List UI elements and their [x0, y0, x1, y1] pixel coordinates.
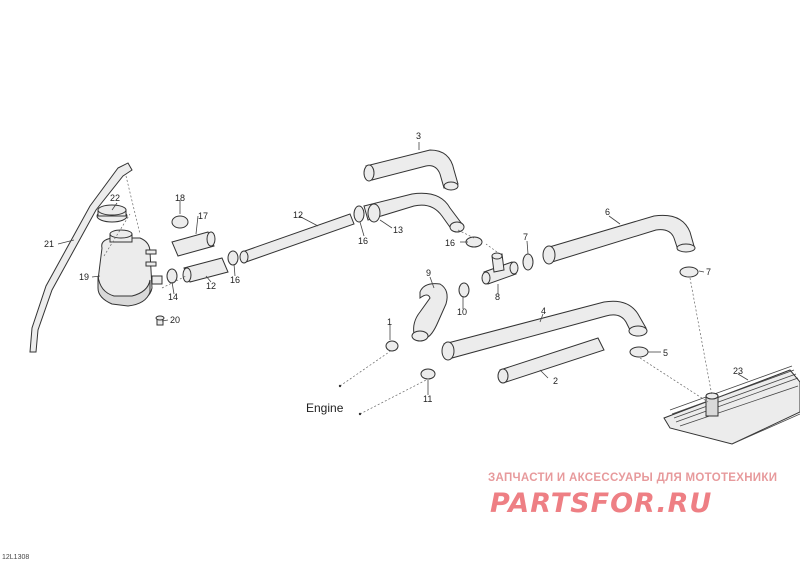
drawing-code: 12L1308	[2, 554, 30, 561]
callout-14: 13	[393, 225, 403, 235]
clamp-18	[171, 215, 189, 229]
callout-17: 17	[198, 211, 208, 221]
callout-18: 18	[175, 193, 185, 203]
clamp-5	[629, 346, 649, 358]
callout-20: 20	[170, 315, 180, 325]
routing-line	[689, 277, 713, 397]
clamp-15	[166, 268, 178, 284]
hose-4	[441, 300, 648, 361]
routing-line	[639, 357, 709, 403]
leader-lines	[57, 142, 749, 395]
clamp-7b	[679, 266, 699, 278]
hose-6	[542, 214, 696, 265]
callout-15: 14	[168, 292, 178, 302]
callout-4: 4	[541, 306, 546, 316]
watermark-text: ЗАПЧАСТИ И АКСЕССУАРЫ ДЛЯ МОТОТЕХНИКИ	[488, 472, 778, 484]
clamp-16c	[465, 236, 483, 248]
callout-10: 10	[457, 307, 467, 317]
clamp-11	[420, 368, 436, 380]
callout-8: 8	[495, 292, 500, 302]
callout-7: 7	[706, 267, 711, 277]
clamp-16b	[353, 205, 365, 223]
callout-6: 6	[605, 207, 610, 217]
hose-14	[363, 192, 465, 233]
screw-20	[155, 315, 165, 326]
callout-19: 19	[79, 272, 89, 282]
tee-fitting-8	[481, 252, 519, 285]
routing-line	[103, 213, 131, 257]
watermark-logo: PARTSFOR.RU	[490, 488, 713, 519]
engine-marker	[358, 412, 362, 416]
callout-16: 16	[358, 236, 368, 246]
callout-1: 1	[387, 317, 392, 327]
hose-2	[497, 337, 605, 384]
sleeve-17	[171, 231, 216, 257]
callout-13: 12	[206, 281, 216, 291]
hose-3	[363, 149, 459, 191]
callout-7: 7	[523, 232, 528, 242]
routing-line	[359, 377, 431, 415]
vent-tube-21	[29, 162, 133, 353]
callout-22: 22	[110, 193, 120, 203]
engine-label: Engine	[306, 401, 344, 415]
routing-line	[339, 349, 393, 387]
engine-marker	[338, 384, 342, 388]
routing-line	[485, 243, 498, 253]
hose-9	[411, 283, 448, 342]
callout-9: 9	[426, 268, 431, 278]
cap-22	[96, 204, 128, 223]
callout-3: 3	[416, 131, 421, 141]
callout-12: 12	[293, 210, 303, 220]
callout-16: 16	[445, 238, 455, 248]
tube-12	[239, 213, 355, 264]
routing-line	[125, 175, 141, 235]
clamp-1	[385, 340, 399, 352]
routing-line	[161, 275, 187, 289]
callout-21: 21	[44, 239, 54, 249]
heat-exchanger-23	[663, 365, 800, 445]
routing-line	[457, 229, 475, 239]
callout-16: 16	[230, 275, 240, 285]
clamp-7a	[522, 253, 534, 271]
clamp-16a	[227, 250, 239, 266]
clamp-10	[458, 282, 470, 298]
callout-23: 23	[733, 366, 743, 376]
hose-13	[182, 257, 229, 283]
callout-11: 11	[423, 394, 432, 404]
reservoir-19	[97, 229, 163, 307]
callout-5: 5	[663, 348, 668, 358]
callout-2: 2	[553, 376, 558, 386]
